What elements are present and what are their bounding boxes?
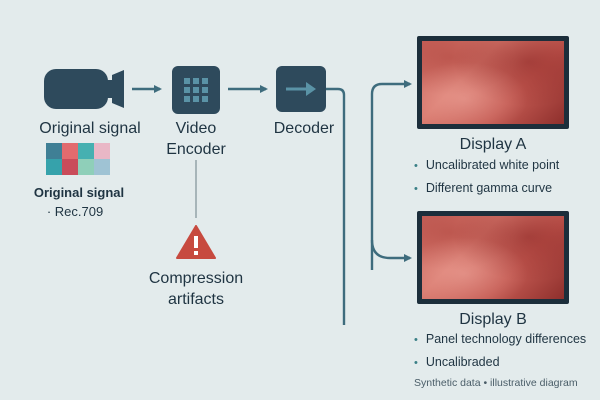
color-space-note: · Rec.709 <box>46 204 104 219</box>
play-arrow-icon <box>276 66 326 112</box>
swatch <box>46 143 62 159</box>
footer-caption: Synthetic data • illustrative diagram <box>414 377 578 389</box>
swatch <box>78 159 94 175</box>
display-b-image <box>422 216 564 299</box>
list-item: Different gamma curve <box>414 177 559 200</box>
compression-artifacts-label: Compression artifacts <box>148 270 244 308</box>
display-a-monitor <box>417 36 569 129</box>
swatch <box>94 143 110 159</box>
list-item: Panel technology differences <box>414 328 586 351</box>
decoder-label: Decoder <box>273 120 335 137</box>
swatch <box>78 143 94 159</box>
display-b-monitor <box>417 211 569 304</box>
list-item: Uncalibrated white point <box>414 154 559 177</box>
swatch <box>46 159 62 175</box>
display-b-title: Display B <box>459 311 527 328</box>
grid-icon <box>172 66 220 114</box>
arrow-to-display-b <box>370 239 412 262</box>
original-signal-label: Original signal <box>39 120 141 137</box>
display-a-title: Display A <box>459 136 527 153</box>
display-b-notes: Panel technology differences Uncalibrade… <box>414 328 586 374</box>
video-encoder-label: Video Encoder <box>166 120 226 158</box>
display-a-notes: Uncalibrated white point Different gamma… <box>414 154 559 200</box>
original-signal-sub-label: Original signal <box>33 185 125 200</box>
swatch <box>62 159 78 175</box>
list-item: Uncalibraded <box>414 351 586 374</box>
display-a-image <box>422 41 564 124</box>
swatch <box>62 143 78 159</box>
warning-triangle-icon <box>176 225 216 259</box>
swatch <box>94 159 110 175</box>
arrow-to-display-a <box>370 80 412 270</box>
video-camera-icon <box>44 69 124 109</box>
decoder-output-line <box>326 87 346 325</box>
